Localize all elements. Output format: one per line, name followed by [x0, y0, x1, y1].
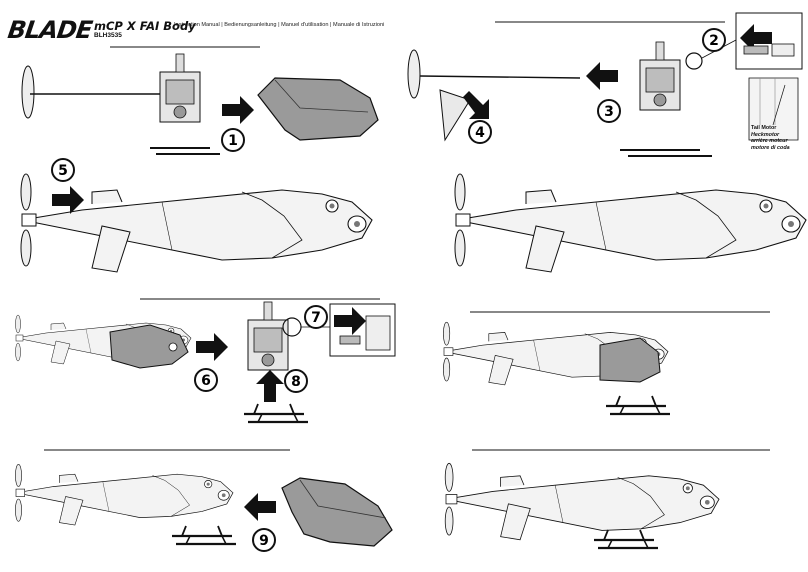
callout-line-de: Heckmotor: [751, 131, 780, 138]
step-3-illustration: [407, 21, 737, 157]
step-1-illustration: [21, 46, 379, 155]
step-2-detail-box: [735, 12, 803, 70]
step-marker-1: 1: [221, 128, 245, 152]
step-marker-7: 7: [304, 305, 328, 329]
svg-text:5: 5: [58, 163, 68, 179]
step-marker-9: 9: [252, 528, 276, 552]
svg-text:4: 4: [475, 125, 485, 141]
manual-languages: Instruction Manual | Bedienungsanleitung…: [174, 22, 385, 28]
final-assembled-view: [444, 449, 770, 550]
step-marker-5: 5: [51, 158, 75, 182]
callout-line-en: Tail Motor: [751, 125, 777, 131]
step-7-detail-box: [329, 303, 396, 357]
svg-text:2: 2: [709, 33, 719, 49]
svg-text:6: 6: [201, 373, 211, 389]
svg-text:8: 8: [291, 374, 301, 390]
step-marker-6: 6: [194, 368, 218, 392]
callout-line-it: motore di coda: [751, 144, 790, 151]
step-9-illustration: [15, 449, 393, 547]
step-marker-3: 3: [597, 99, 621, 123]
step-6-illustration: [15, 314, 228, 369]
svg-text:7: 7: [311, 310, 321, 326]
assembled-with-canopy-view: [443, 311, 770, 416]
step-marker-2: 2: [702, 28, 726, 52]
tail-motor-callout: Tail Motor Heckmotor arrière moteur moto…: [751, 125, 790, 151]
svg-text:3: 3: [604, 104, 614, 120]
product-title: mCP X FAI Body: [94, 19, 196, 33]
step-5-illustration: [20, 173, 373, 273]
callout-line-fr: arrière moteur: [751, 138, 788, 145]
product-sku: BLH3535: [94, 32, 122, 39]
svg-text:9: 9: [259, 533, 269, 549]
svg-text:1: 1: [228, 133, 238, 149]
assembled-body-view: [454, 173, 807, 273]
tail-motor-diagram: [748, 77, 799, 141]
step-marker-4: 4: [468, 120, 492, 144]
step-marker-8: 8: [284, 369, 308, 393]
